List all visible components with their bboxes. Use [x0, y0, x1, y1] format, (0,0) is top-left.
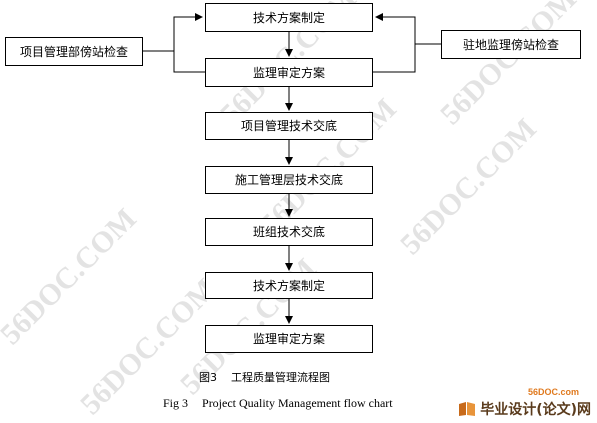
book-icon [459, 402, 476, 416]
node-tech-plan-bottom: 技术方案制定 [205, 272, 373, 299]
figure-caption-en: Fig 3 Project Quality Management flow cha… [163, 396, 393, 411]
figure-title-en: Project Quality Management flow chart [202, 396, 393, 410]
node-supervise-review-bottom: 监理审定方案 [205, 325, 373, 353]
figure-label-cn: 图3 [199, 371, 217, 384]
site-name: 毕业设计(论文)网 [480, 402, 591, 418]
site-url: 56DOC.com [527, 387, 579, 397]
node-supervise-review-top: 监理审定方案 [205, 58, 373, 87]
node-team-disclosure: 班组技术交底 [205, 218, 373, 246]
site-logo: 毕业设计(论文)网 [458, 399, 591, 419]
node-pm-disclosure: 项目管理技术交底 [205, 112, 373, 140]
node-tech-plan-top: 技术方案制定 [205, 3, 373, 32]
node-pm-inspection: 项目管理部傍站检查 [5, 37, 143, 66]
figure-label-en: Fig 3 [163, 396, 189, 410]
figure-title-cn: 工程质量管理流程图 [231, 371, 330, 384]
node-site-supervision: 驻地监理傍站检查 [441, 30, 581, 59]
figure-caption-cn: 图3 工程质量管理流程图 [199, 369, 330, 385]
node-construction-disclosure: 施工管理层技术交底 [205, 166, 373, 194]
